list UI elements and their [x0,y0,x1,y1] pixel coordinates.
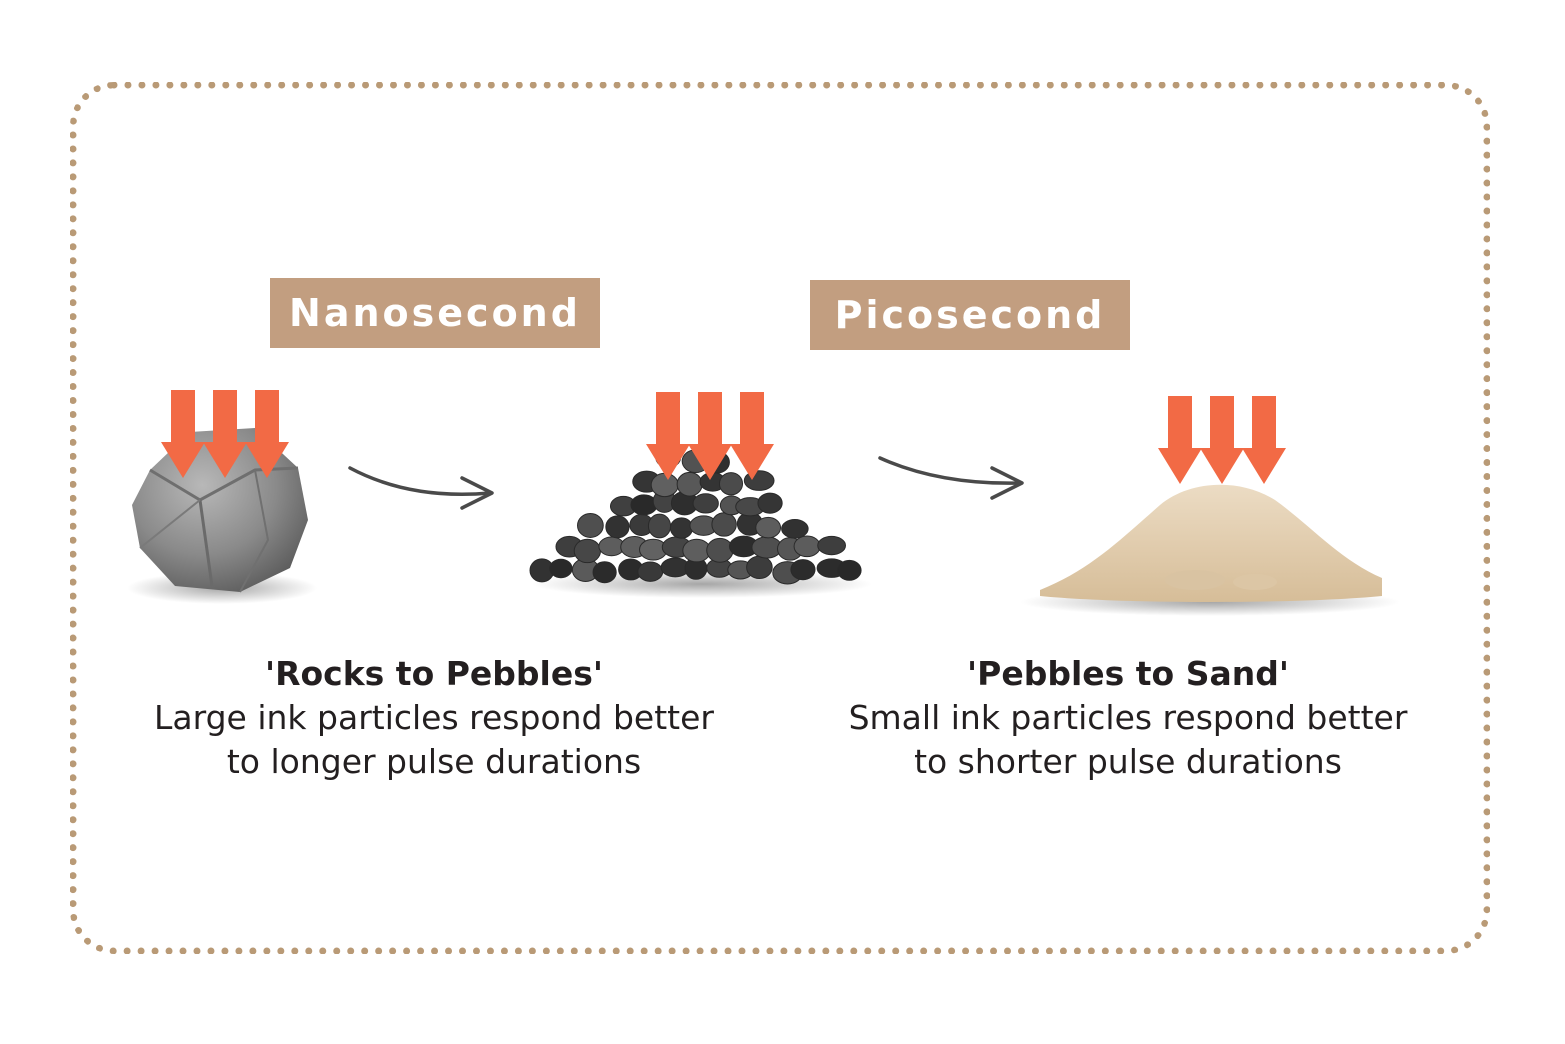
pebble [577,513,604,538]
pebble [669,517,694,539]
pebble [755,516,782,539]
pebbles-icon [529,447,872,598]
pebble [817,535,846,556]
pebble [746,555,773,580]
caption-title: 'Pebbles to Sand' [967,654,1289,693]
picosecond-label: Picosecond [810,280,1130,350]
pebble [637,561,664,582]
process-arrow [348,466,494,510]
pebble [706,537,734,563]
laser-pulse-arrow-icon [203,390,247,478]
caption-line: Small ink particles respond better [848,698,1408,737]
laser-pulse-arrow-icon [646,392,690,480]
pebble [837,559,862,581]
laser-pulse-arrow-icon [161,390,205,478]
caption-line: Large ink particles respond better [154,698,714,737]
pebble [711,512,737,537]
laser-pulse-arrow-icon [1158,396,1202,484]
laser-pulse-arrow-icon [1200,396,1244,484]
pebble [793,535,821,558]
pebble [647,513,672,539]
pebble [549,558,573,579]
laser-pulse-arrow-icon [1242,396,1286,484]
pebble [650,472,679,498]
laser-pulse-arrow-icon [730,392,774,480]
pebble [692,493,719,514]
sand-pile-icon [1020,484,1400,616]
caption-title: 'Rocks to Pebbles' [264,654,603,693]
process-arrow [878,456,1024,500]
caption-pebbles-to-sand: 'Pebbles to Sand' Small ink particles re… [800,652,1456,784]
laser-pulse-arrow-icon [688,392,732,480]
dotted-frame [70,82,1490,954]
pebble [781,519,809,539]
caption-line: to longer pulse durations [226,742,642,781]
nanosecond-label: Nanosecond [270,278,600,348]
pebble [605,515,630,539]
caption-rocks-to-pebbles: 'Rocks to Pebbles' Large ink particles r… [104,652,764,784]
pebble [676,471,703,497]
laser-pulse-arrow-icon [245,390,289,478]
caption-line: to shorter pulse durations [914,742,1342,781]
pebble [592,561,617,584]
pebble [718,472,744,496]
pebble [790,559,816,581]
pebble [757,492,783,514]
pebble [573,538,602,564]
pebble [630,494,658,516]
